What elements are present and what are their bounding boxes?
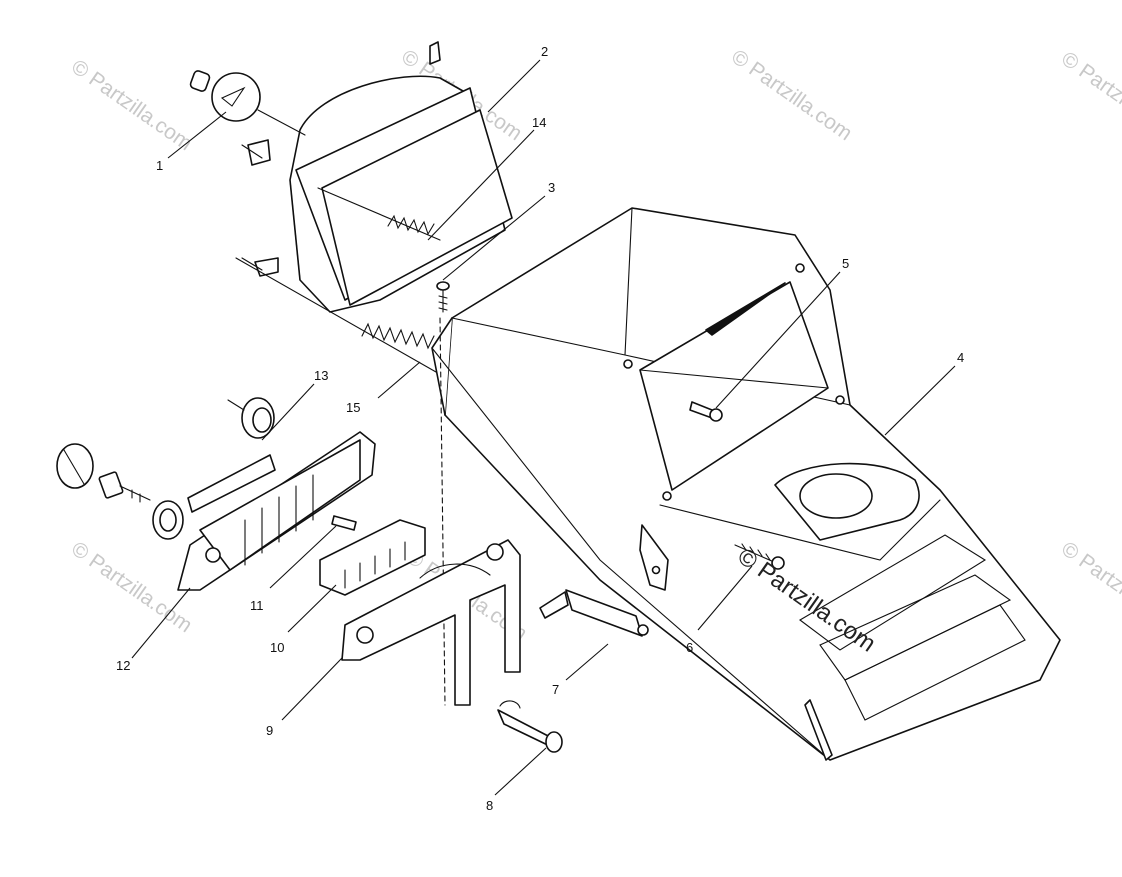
leader-lines: [131, 59, 956, 796]
callout-labels: 1 2 14 3 5 4 13 15 12 11 10 9 8 7 6: [116, 44, 964, 813]
watermark-text: © Partzilla.com: [67, 55, 196, 155]
callout-8: 8: [486, 798, 493, 813]
callout-15: 15: [346, 400, 360, 415]
headlight-housing: [241, 41, 513, 313]
screw-5: [689, 401, 723, 422]
callout-14: 14: [532, 115, 546, 130]
switch-panel: [56, 431, 376, 591]
switch-toggle: [539, 589, 649, 637]
callout-10: 10: [270, 640, 284, 655]
pod-housing: [431, 207, 1061, 761]
grommet: [227, 397, 275, 439]
spring-lower: [235, 257, 437, 373]
mounting-bracket: [341, 539, 521, 706]
callout-3: 3: [548, 180, 555, 195]
callout-5: 5: [842, 256, 849, 271]
callout-2: 2: [541, 44, 548, 59]
callout-12: 12: [116, 658, 130, 673]
watermark-text: © Partzilla.com: [727, 45, 856, 145]
callout-6: 6: [686, 640, 693, 655]
watermark-text: © Partzilla.com: [1057, 47, 1122, 147]
switch-block: [319, 519, 426, 596]
callout-9: 9: [266, 723, 273, 738]
screw-small: [436, 281, 450, 313]
screw-6: [734, 543, 785, 570]
callout-7: 7: [552, 682, 559, 697]
watermark-text: © Partzilla.com: [1057, 537, 1122, 637]
callout-13: 13: [314, 368, 328, 383]
spring-upper: [317, 187, 441, 241]
bulb: [189, 70, 306, 136]
pin: [331, 515, 357, 531]
callout-1: 1: [156, 158, 163, 173]
socket: [497, 700, 563, 753]
watermark-text: © Partzilla.com: [67, 537, 196, 637]
callout-11: 11: [250, 598, 264, 613]
callout-4: 4: [957, 350, 964, 365]
